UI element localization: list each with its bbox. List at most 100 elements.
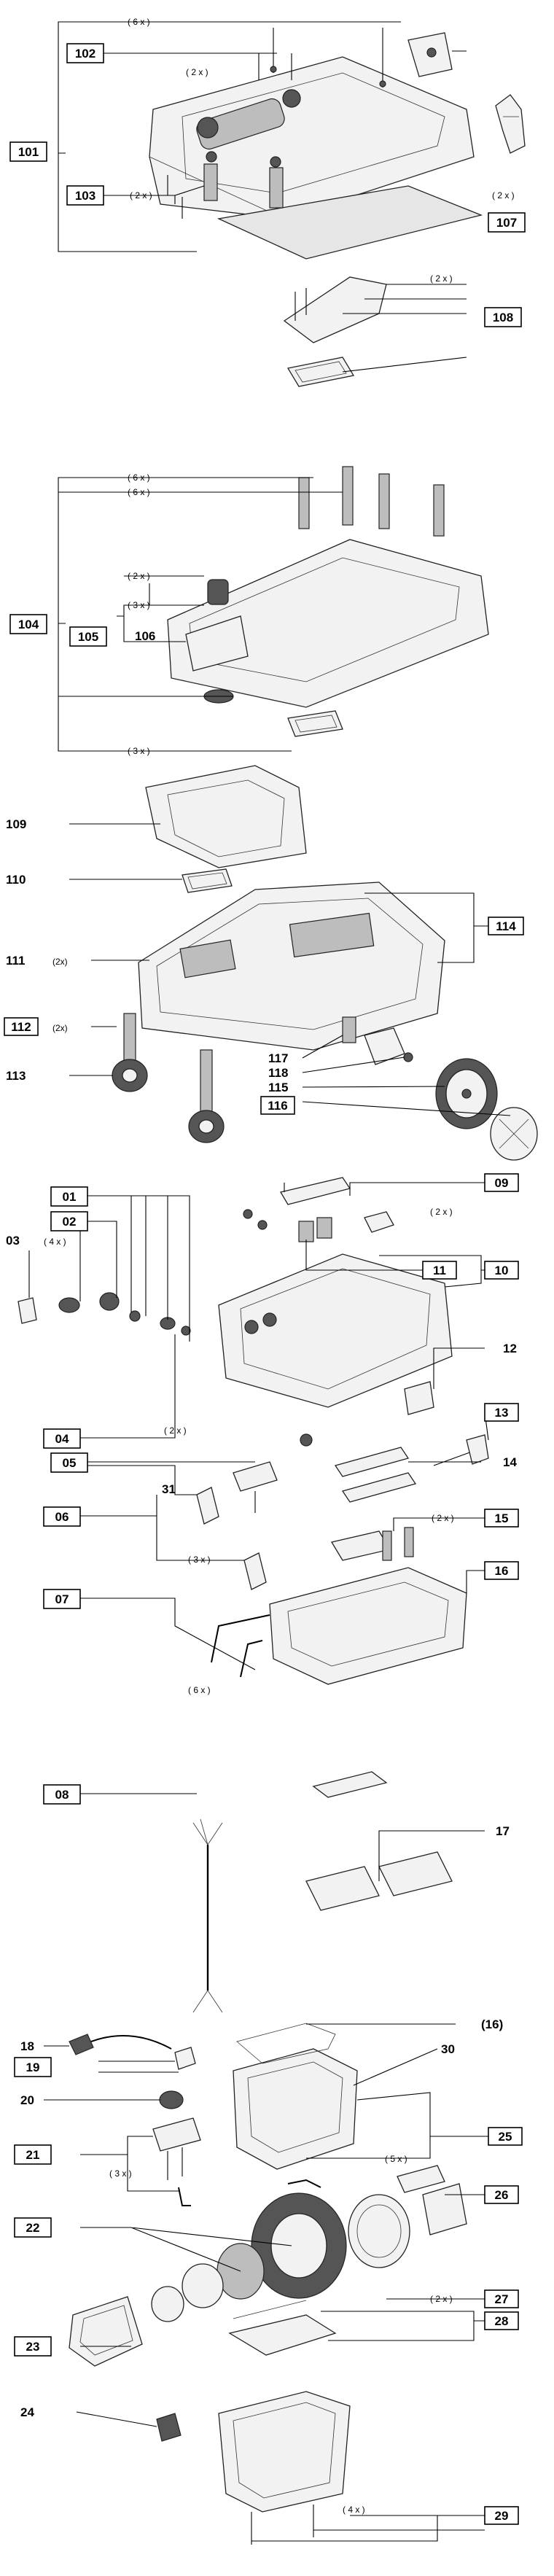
label-24: 24 bbox=[20, 2405, 34, 2419]
bottom-housing-29 bbox=[218, 2391, 351, 2545]
mounting-plate-05 bbox=[233, 1433, 313, 1513]
svg-text:19: 19 bbox=[26, 2061, 40, 2074]
label-114: 114 bbox=[488, 917, 524, 935]
svg-text:27: 27 bbox=[495, 2292, 509, 2306]
qty-5x: ( 5 x ) bbox=[385, 2154, 407, 2164]
svg-text:28: 28 bbox=[495, 2314, 509, 2328]
qty-6x: ( 6 x ) bbox=[128, 17, 150, 27]
label-112: 112 bbox=[4, 1017, 39, 1036]
frame-16-ref bbox=[236, 2023, 336, 2064]
label-02: 02 bbox=[50, 1211, 88, 1231]
label-110: 110 bbox=[6, 873, 26, 887]
bracket-15 bbox=[330, 1527, 414, 1561]
svg-text:02: 02 bbox=[63, 1215, 77, 1229]
svg-text:101: 101 bbox=[18, 145, 39, 159]
label-22: 22 bbox=[14, 2217, 52, 2238]
svg-text:15: 15 bbox=[495, 1511, 509, 1525]
label-10: 10 bbox=[484, 1261, 519, 1280]
qty-2x: (2x) bbox=[52, 957, 68, 967]
section-1-top-housing: 101 102 103 107 108 ( 6 x ) ( 2 x ) ( 2 … bbox=[9, 17, 526, 387]
label-30: 30 bbox=[441, 2042, 455, 2056]
wire-handle-07 bbox=[211, 1614, 270, 1678]
label-15: 15 bbox=[484, 1509, 519, 1528]
qty-2x: (2x) bbox=[52, 1023, 68, 1033]
switch-20 bbox=[159, 2090, 184, 2109]
label-21: 21 bbox=[14, 2144, 52, 2165]
label-11: 11 bbox=[422, 1261, 457, 1280]
rear-wheel-116 bbox=[435, 1058, 538, 1161]
label-28: 28 bbox=[484, 2311, 519, 2330]
svg-text:102: 102 bbox=[75, 47, 95, 61]
label-26: 26 bbox=[484, 2185, 519, 2204]
svg-text:29: 29 bbox=[495, 2509, 509, 2523]
qty-2x: ( 2 x ) bbox=[430, 1207, 453, 1217]
label-09: 09 bbox=[484, 1173, 519, 1192]
clip-24 bbox=[156, 2413, 182, 2442]
label-08: 08 bbox=[43, 1784, 81, 1805]
label-105: 105 bbox=[69, 626, 107, 647]
svg-text:16: 16 bbox=[495, 1564, 509, 1578]
label-115: 115 bbox=[268, 1081, 288, 1094]
label-107: 107 bbox=[488, 212, 526, 233]
qty-6x: ( 6 x ) bbox=[188, 1685, 211, 1695]
label-01: 01 bbox=[50, 1186, 88, 1207]
column-posts bbox=[298, 466, 445, 537]
caster-wheels-113 bbox=[112, 1013, 225, 1143]
svg-text:114: 114 bbox=[496, 919, 516, 933]
cord-plug-18 bbox=[69, 2034, 172, 2055]
svg-text:08: 08 bbox=[55, 1788, 69, 1802]
upper-body-shell bbox=[218, 1253, 453, 1408]
label-06: 06 bbox=[43, 1506, 81, 1527]
svg-text:10: 10 bbox=[495, 1264, 509, 1277]
svg-text:11: 11 bbox=[433, 1264, 446, 1277]
qty-2x: ( 2 x ) bbox=[128, 571, 150, 581]
cord-reel-13 bbox=[433, 1434, 489, 1466]
fan-housing-23 bbox=[69, 2296, 143, 2367]
filter-26 bbox=[287, 2165, 445, 2193]
label-102: 102 bbox=[66, 43, 104, 63]
qty-2x: ( 2 x ) bbox=[430, 273, 453, 284]
svg-text:105: 105 bbox=[78, 630, 98, 644]
svg-text:25: 25 bbox=[499, 2130, 512, 2144]
label-17: 17 bbox=[496, 1824, 510, 1838]
label-118: 118 bbox=[268, 1066, 288, 1080]
label-113: 113 bbox=[6, 1069, 26, 1083]
label-07: 07 bbox=[43, 1589, 81, 1609]
label-03: 03 bbox=[6, 1234, 20, 1248]
svg-text:103: 103 bbox=[75, 189, 95, 203]
section-3-chassis: 109 110 111 (2x) 112 (2x) 113 114 117 11… bbox=[4, 765, 538, 1161]
svg-text:108: 108 bbox=[493, 311, 513, 324]
svg-text:116: 116 bbox=[268, 1099, 287, 1113]
screws-group-1 bbox=[270, 28, 386, 87]
svg-text:112: 112 bbox=[11, 1020, 31, 1034]
label-16-reference: (16) bbox=[481, 2017, 503, 2031]
qty-4x: ( 4 x ) bbox=[343, 2505, 365, 2515]
qty-2x: ( 2 x ) bbox=[130, 190, 152, 201]
container-tray-16 bbox=[269, 1567, 467, 1685]
chassis-body bbox=[138, 882, 445, 1051]
label-106: 106 bbox=[135, 629, 155, 643]
front-fixing-parts-106 bbox=[185, 579, 249, 704]
label-108: 108 bbox=[484, 307, 522, 327]
qty-2x: ( 2 x ) bbox=[432, 1513, 454, 1523]
cord-clamp-19 bbox=[174, 2047, 196, 2070]
latch-levers-31 bbox=[196, 1487, 267, 1590]
latch-part bbox=[407, 32, 467, 77]
front-bracket-part bbox=[196, 89, 301, 150]
base-frame-shell bbox=[167, 539, 489, 708]
label-12: 12 bbox=[503, 1342, 517, 1355]
qty-6x: ( 6 x ) bbox=[128, 472, 150, 483]
svg-text:107: 107 bbox=[496, 216, 517, 230]
motor-unit-22 bbox=[151, 2183, 467, 2322]
label-04: 04 bbox=[43, 1428, 81, 1449]
label-29: 29 bbox=[484, 2506, 519, 2525]
qty-4x: ( 4 x ) bbox=[44, 1237, 66, 1247]
svg-text:21: 21 bbox=[26, 2148, 40, 2162]
svg-text:01: 01 bbox=[63, 1190, 77, 1204]
label-116: 116 bbox=[260, 1096, 295, 1115]
label-103: 103 bbox=[66, 185, 104, 206]
qty-3x: ( 3 x ) bbox=[128, 746, 150, 756]
label-18: 18 bbox=[20, 2039, 34, 2053]
hose-connector-parts bbox=[17, 1292, 191, 1336]
